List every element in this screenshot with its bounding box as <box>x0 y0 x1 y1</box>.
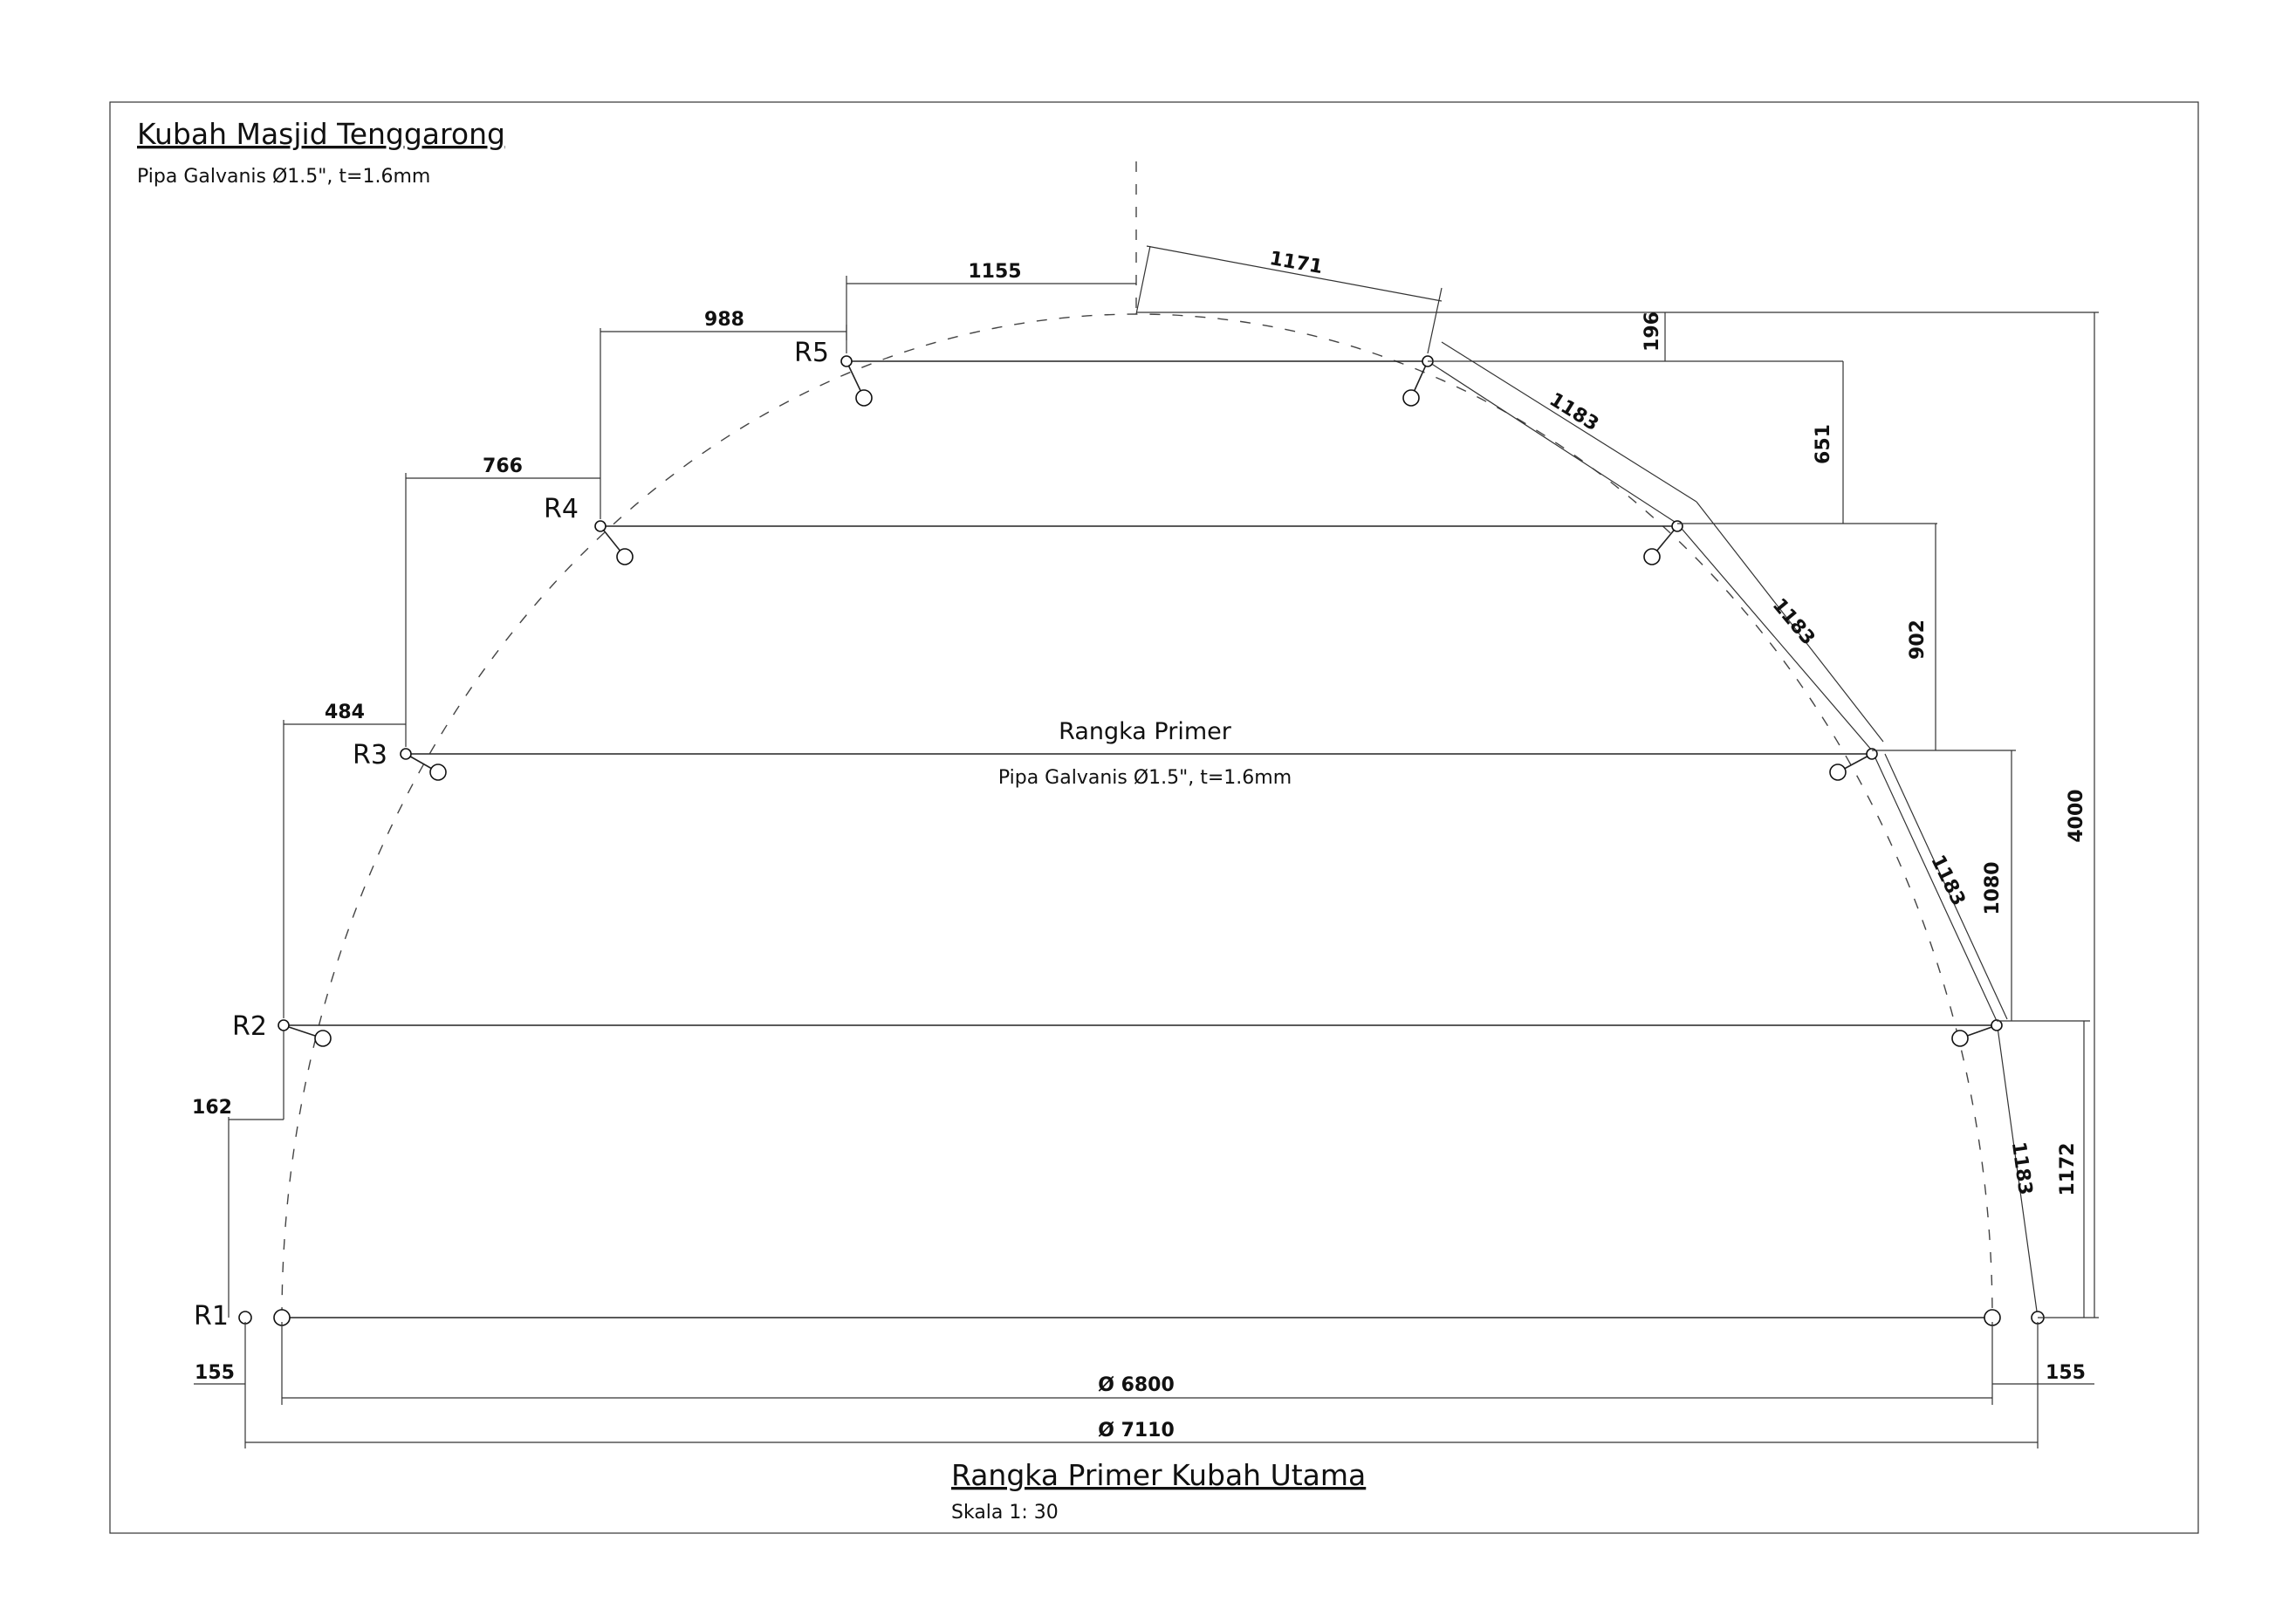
node-r1-outer-left <box>238 1311 252 1325</box>
dim-155-left: 155 <box>195 1362 235 1384</box>
dim-1183-d: 1183 <box>2007 1140 2036 1196</box>
node-r3-outer-left <box>400 748 412 760</box>
node-r2-inner-left <box>314 1030 332 1047</box>
ring-label-r1: R1 <box>194 1301 229 1332</box>
node-r3-inner-left <box>429 764 447 781</box>
dim-height-196: 196 <box>1641 312 1663 352</box>
drawing-title: Kubah Masjid Tenggarong <box>137 117 505 151</box>
height-dimensions <box>1136 312 2099 1318</box>
drawing-subtitle: Pipa Galvanis Ø1.5", t=1.6mm <box>137 166 430 188</box>
node-r4-inner-right <box>1643 548 1661 565</box>
node-r5-inner-right <box>1402 389 1420 407</box>
node-r2-outer-right <box>1991 1019 2003 1031</box>
dim-988: 988 <box>704 309 744 331</box>
dim-1183-a: 1183 <box>1546 389 1602 436</box>
dim-162: 162 <box>192 1097 232 1119</box>
node-r3-outer-right <box>1866 748 1878 760</box>
ring-label-r2: R2 <box>232 1011 267 1042</box>
bottom-diameter-dimensions <box>194 1322 2094 1448</box>
node-r5-outer-left <box>840 355 853 367</box>
dim-1183-b: 1183 <box>1768 594 1820 649</box>
dim-1183-c: 1183 <box>1926 852 1969 909</box>
node-r4-outer-right <box>1671 520 1683 532</box>
dim-155-right: 155 <box>2046 1362 2086 1384</box>
top-offset-dimensions <box>228 276 1136 1318</box>
chord-1183-dimensions <box>1441 341 2008 1020</box>
primary-frame-label: Rangka Primer <box>1059 718 1232 745</box>
right-chord-polyline <box>1427 360 2039 1318</box>
dome-profile-arc <box>281 313 1993 1318</box>
node-r4-outer-left <box>594 520 607 532</box>
dim-1171: 1171 <box>1268 248 1325 278</box>
drawing-border <box>109 101 2199 1534</box>
footer-title: Rangka Primer Kubah Utama <box>951 1458 1366 1492</box>
dim-height-902: 902 <box>1907 620 1929 660</box>
dim-766: 766 <box>483 455 523 477</box>
dim-484: 484 <box>325 702 365 723</box>
dim-1155: 1155 <box>968 261 1021 283</box>
dim-height-651: 651 <box>1813 424 1834 464</box>
footer-scale: Skala 1: 30 <box>951 1502 1059 1524</box>
ring-label-r3: R3 <box>353 740 387 770</box>
ring-label-r5: R5 <box>794 338 829 368</box>
node-r2-inner-right <box>1951 1030 1969 1047</box>
node-r2-outer-left <box>278 1019 290 1031</box>
ring-label-r4: R4 <box>544 494 579 524</box>
dim-diameter-7110: Ø 7110 <box>1098 1420 1175 1442</box>
node-r5-inner-left <box>855 389 873 407</box>
dim-diameter-6800: Ø 6800 <box>1098 1374 1175 1396</box>
ring-nodes <box>238 355 2045 1326</box>
primary-frame-spec: Pipa Galvanis Ø1.5", t=1.6mm <box>998 767 1292 789</box>
node-r4-inner-left <box>616 548 634 565</box>
node-r3-inner-right <box>1829 764 1847 781</box>
dim-height-1172: 1172 <box>2057 1142 2079 1195</box>
dim-height-4000: 4000 <box>2066 789 2087 842</box>
chord-1171-dimension <box>1135 245 1443 354</box>
dim-height-1080: 1080 <box>1982 861 2004 914</box>
